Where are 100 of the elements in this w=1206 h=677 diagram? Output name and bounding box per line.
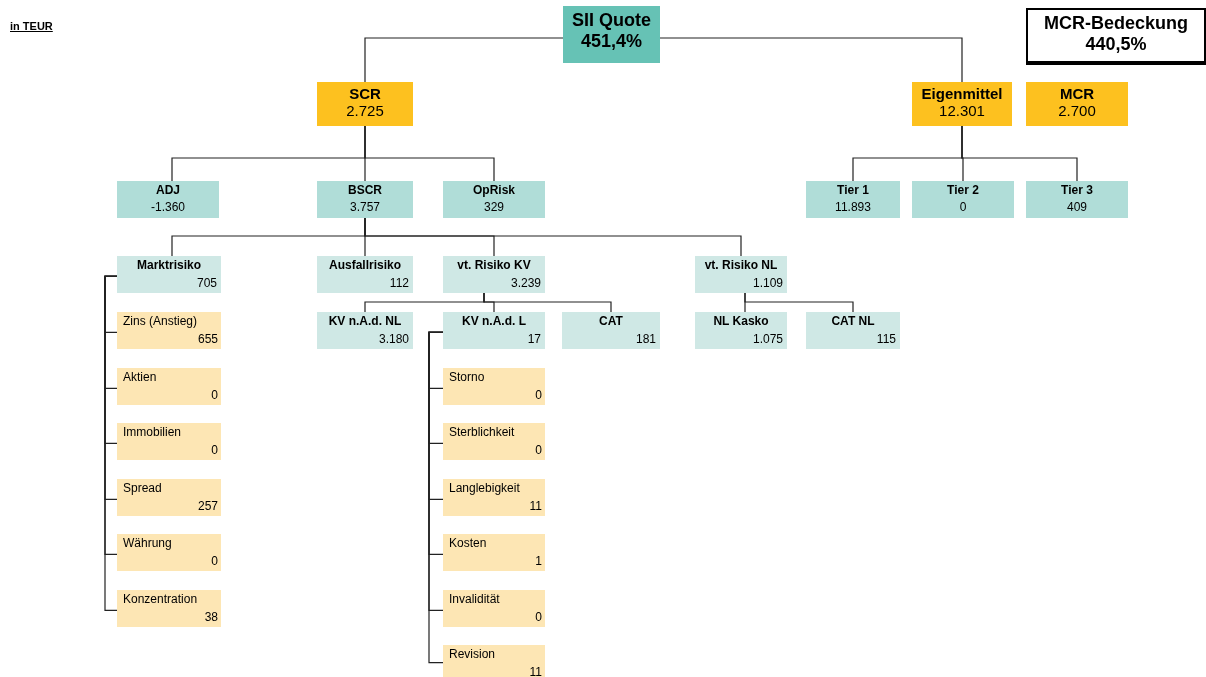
node-value: 0: [210, 388, 218, 403]
node-value: 17: [526, 332, 541, 347]
node-title: Währung: [123, 537, 173, 551]
node-title: Langlebigkeit: [449, 482, 521, 496]
node-title: ADJ: [155, 184, 181, 198]
risk-box: [806, 312, 900, 349]
category-box: [117, 181, 219, 218]
risk-box: [117, 256, 221, 293]
node-title: vt. Risiko NL: [703, 259, 779, 273]
summary-box: [1026, 82, 1128, 126]
category-box: [317, 181, 413, 218]
subrisk-box: [117, 590, 221, 627]
node-title: Tier 1: [836, 184, 870, 198]
node-title: Eigenmittel: [920, 85, 1004, 103]
connector-line: [659, 37, 963, 83]
risk-box: [562, 312, 660, 349]
node-value: 38: [203, 610, 218, 625]
subrisk-box: [117, 534, 221, 571]
node-value: 705: [195, 276, 217, 291]
node-title: Spread: [123, 482, 163, 496]
node-value: 12.301: [938, 102, 986, 120]
connector-line: [364, 217, 742, 257]
risk-box: [317, 312, 413, 349]
subrisk-box: [117, 312, 221, 349]
node-value: 0: [534, 610, 542, 625]
node-title: Zins (Anstieg): [123, 315, 199, 329]
node-value: 1: [534, 554, 542, 569]
node-title: CAT: [598, 315, 624, 329]
subrisk-box: [443, 645, 545, 677]
subrisk-box: [443, 423, 545, 460]
node-title: Tier 3: [1060, 184, 1094, 198]
node-value: -1.360: [150, 200, 186, 215]
node-title: Ausfallrisiko: [328, 259, 402, 273]
subrisk-box: [443, 534, 545, 571]
node-title: BSCR: [347, 184, 383, 198]
node-title: CAT NL: [830, 315, 876, 329]
node-value: 11: [528, 499, 542, 514]
node-title: KV n.A.d. NL: [327, 315, 403, 329]
node-title: NL Kasko: [712, 315, 770, 329]
node-value: 440,5%: [1084, 33, 1148, 55]
node-title: Immobilien: [123, 426, 183, 440]
node-value: 3.180: [377, 332, 409, 347]
summary-box: [317, 82, 413, 126]
node-value: 3.239: [509, 276, 541, 291]
risk-box: [695, 256, 787, 293]
node-title: Sterblichkeit: [449, 426, 516, 440]
node-title: Kosten: [449, 537, 488, 551]
node-title: Tier 2: [946, 184, 980, 198]
node-value: 2.700: [1057, 102, 1097, 120]
connector-line: [483, 292, 612, 313]
node-value: 1.109: [751, 276, 783, 291]
connector-line: [364, 125, 495, 182]
node-title: Invalidität: [449, 593, 501, 607]
node-title: vt. Risiko KV: [456, 259, 532, 273]
node-title: Konzentration: [123, 593, 199, 607]
node-title: MCR-Bedeckung: [1043, 13, 1189, 34]
category-box: [806, 181, 900, 218]
subrisk-box: [117, 368, 221, 405]
connector-line: [428, 331, 444, 664]
node-value: 0: [210, 443, 218, 458]
risk-box: [443, 312, 545, 349]
connector-line: [364, 37, 564, 83]
risk-box: [443, 256, 545, 293]
subrisk-box: [117, 479, 221, 516]
node-value: 11: [528, 665, 542, 677]
node-title: Revision: [449, 648, 497, 662]
node-value: 0: [534, 443, 542, 458]
connector-line: [104, 275, 118, 611]
node-title: Marktrisiko: [136, 259, 202, 273]
node-value: 257: [196, 499, 218, 514]
node-value: 112: [388, 276, 409, 291]
node-title: SII Quote: [571, 10, 652, 31]
category-box: [443, 181, 545, 218]
node-value: 11.893: [834, 200, 872, 215]
node-title: MCR: [1058, 85, 1096, 103]
node-title: Storno: [449, 371, 486, 385]
subrisk-box: [443, 590, 545, 627]
node-value: 329: [483, 200, 505, 215]
category-box: [1026, 181, 1128, 218]
node-value: 2.725: [345, 102, 385, 120]
node-title: Aktien: [123, 371, 158, 385]
ratio-box: [563, 6, 660, 63]
subrisk-box: [443, 479, 545, 516]
node-value: 3.757: [349, 200, 381, 215]
risk-box: [317, 256, 413, 293]
connector-line: [744, 292, 854, 313]
unit-note: in TEUR: [10, 20, 53, 32]
node-value: 0: [534, 388, 542, 403]
node-value: 115: [875, 332, 896, 347]
node-value: 1.075: [751, 332, 783, 347]
node-value: 409: [1066, 200, 1088, 215]
node-value: 0: [210, 554, 218, 569]
node-value: 655: [196, 332, 218, 347]
ratio-box: [1026, 8, 1206, 65]
subrisk-box: [443, 368, 545, 405]
risk-box: [695, 312, 787, 349]
summary-box: [912, 82, 1012, 126]
node-value: 0: [958, 200, 968, 215]
node-value: 181: [634, 332, 656, 347]
connector-line: [961, 125, 1078, 182]
